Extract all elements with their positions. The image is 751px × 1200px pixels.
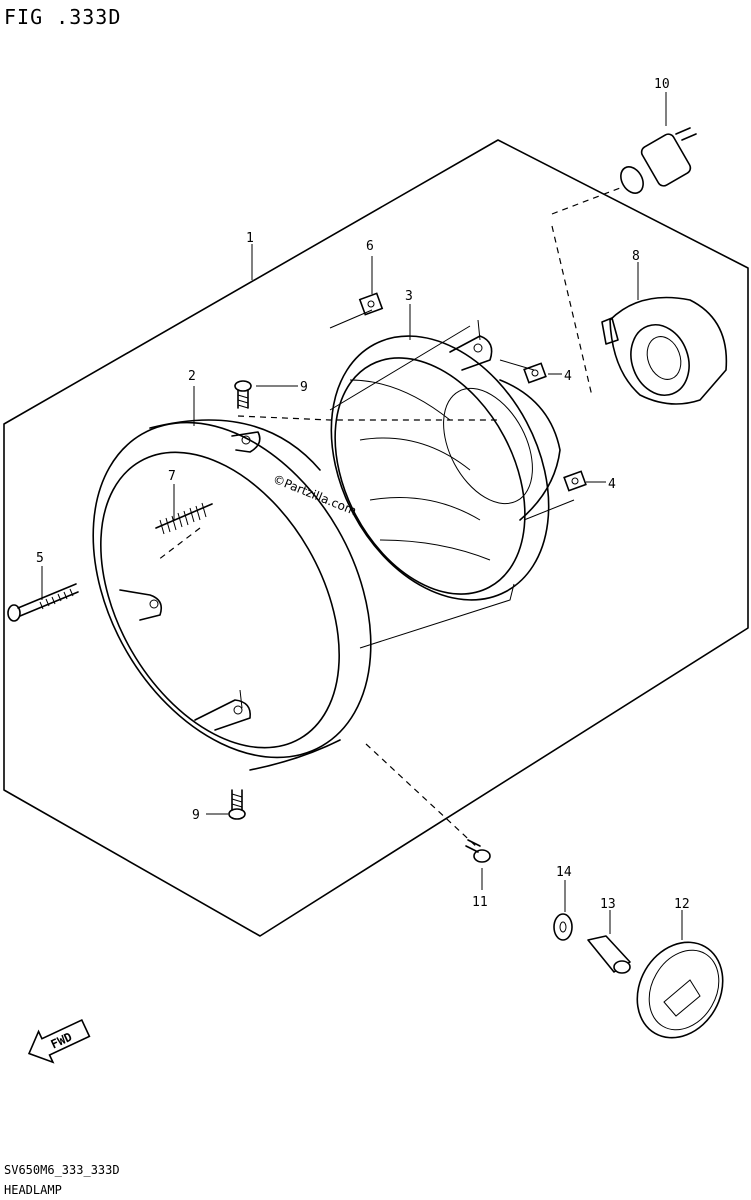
- part-11-screw[interactable]: [465, 839, 491, 863]
- footer-code: SV650M6_333_333D: [4, 1163, 120, 1177]
- footer-name: HEADLAMP: [4, 1183, 62, 1197]
- part-9-screw-upper[interactable]: [234, 380, 252, 409]
- callout-7: 7: [168, 469, 176, 484]
- part-12-emblem-cap[interactable]: [620, 927, 739, 1054]
- callout-13: 13: [600, 897, 616, 912]
- connector-lines: [157, 187, 621, 849]
- callout-2: 2: [188, 369, 196, 384]
- callout-4-upper: 4: [564, 369, 572, 384]
- part-9-screw-lower[interactable]: [228, 789, 246, 820]
- part-5-bolt[interactable]: [7, 583, 79, 622]
- callout-3: 3: [405, 289, 413, 304]
- callout-4-lower: 4: [608, 477, 616, 492]
- part-4-nut-upper[interactable]: [523, 362, 547, 384]
- callout-6: 6: [366, 239, 374, 254]
- leader-lines: [41, 92, 683, 940]
- part-6-nut[interactable]: [358, 292, 384, 316]
- callout-10: 10: [654, 77, 670, 92]
- part-7-spring[interactable]: [155, 502, 213, 535]
- part-10-bulb[interactable]: [616, 127, 697, 197]
- callout-12: 12: [674, 897, 690, 912]
- callout-8: 8: [632, 249, 640, 264]
- part-13-spacer[interactable]: [587, 935, 631, 974]
- part-3-lens-unit[interactable]: [288, 298, 593, 637]
- callout-14: 14: [556, 865, 572, 880]
- callout-5: 5: [36, 551, 44, 566]
- callout-9-upper: 9: [300, 380, 308, 395]
- fwd-arrow-icon: FWD: [27, 1019, 91, 1064]
- part-8-lamp-cover[interactable]: [601, 296, 728, 405]
- part-2-rim[interactable]: [36, 373, 427, 807]
- assembly-boundary: [3, 139, 749, 937]
- figure-title: FIG .333D: [4, 5, 121, 29]
- part-4-nut-lower[interactable]: [563, 470, 587, 492]
- part-14-washer[interactable]: [553, 913, 573, 941]
- callout-11: 11: [472, 895, 488, 910]
- callout-9-lower: 9: [192, 808, 200, 823]
- callout-1: 1: [246, 231, 254, 246]
